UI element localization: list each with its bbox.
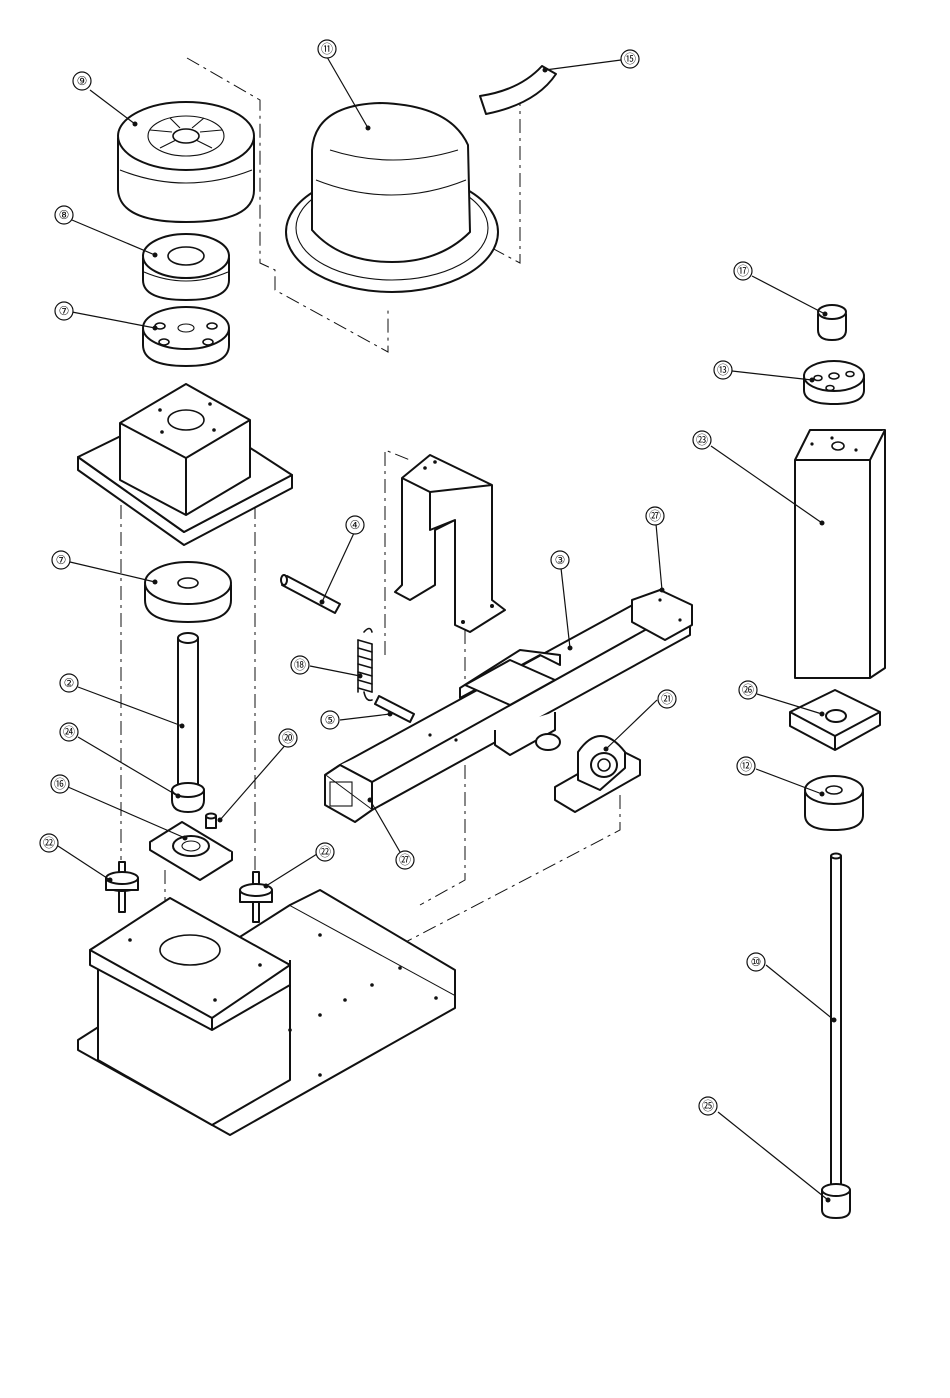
- callout-label: ⑳: [282, 731, 294, 745]
- part-18-spring: [358, 629, 372, 701]
- callout-label: ②: [64, 676, 75, 690]
- part-22-mount-left: [106, 862, 138, 912]
- part-21-pillow-block: [555, 736, 640, 812]
- callout-label: ⑱: [294, 658, 306, 672]
- part-5-pin: [375, 696, 414, 722]
- callout-p3: ③: [551, 551, 569, 569]
- callout-label: ⑦: [59, 304, 70, 318]
- callout-p13: ⑬: [714, 361, 732, 379]
- callout-p10: ⑩: [747, 953, 765, 971]
- callout-label: ㉕: [702, 1099, 714, 1113]
- part-12-collar: [805, 776, 863, 830]
- part-4-pin: [281, 575, 340, 613]
- callout-p4: ④: [346, 516, 364, 534]
- callout-p8: ⑧: [55, 206, 73, 224]
- callout-label: ㉒: [43, 836, 55, 850]
- callout-label: ㉗: [399, 853, 411, 867]
- callout-label: ㉑: [661, 692, 673, 706]
- callout-label: ⑩: [751, 955, 762, 969]
- callout-label: ⑬: [717, 363, 729, 377]
- callout-label: ③: [555, 553, 566, 567]
- base-plate: [78, 890, 455, 1135]
- callout-label: ㉗: [649, 509, 661, 523]
- callout-p17: ⑰: [734, 262, 752, 280]
- part-7-flange-lower: [145, 562, 231, 622]
- callout-p27b: ㉗: [396, 851, 414, 869]
- callout-p18: ⑱: [291, 656, 309, 674]
- callout-label: ㉖: [742, 683, 754, 697]
- part-7-flange-upper: [143, 307, 229, 366]
- part-26-plate: [790, 690, 880, 750]
- callout-p20: ⑳: [279, 729, 297, 747]
- callout-p22b: ㉒: [316, 843, 334, 861]
- callout-p25: ㉕: [699, 1097, 717, 1115]
- part-11-dome-cover: [286, 103, 498, 292]
- callout-p7a: ⑦: [55, 302, 73, 320]
- callout-p11: ⑪: [318, 40, 336, 58]
- callout-p22a: ㉒: [40, 834, 58, 852]
- callout-p7b: ⑦: [52, 551, 70, 569]
- callout-p26: ㉖: [739, 681, 757, 699]
- part-23-box-cover: [795, 430, 885, 678]
- part-2-shaft: [172, 633, 204, 812]
- callout-p27a: ㉗: [646, 507, 664, 525]
- callout-p2: ②: [60, 674, 78, 692]
- callout-label: ⑮: [624, 52, 636, 66]
- callout-label: ⑧: [59, 208, 70, 222]
- part-22-mount-right: [240, 872, 272, 922]
- part-15-curved-strip: [480, 66, 556, 114]
- callout-p12: ⑫: [737, 757, 755, 775]
- callout-label: ⑫: [740, 759, 752, 773]
- callout-p15: ⑮: [621, 50, 639, 68]
- callout-p5: ⑤: [321, 711, 339, 729]
- callout-p9: ⑨: [73, 72, 91, 90]
- callout-label: ⑪: [321, 42, 333, 56]
- bracket: [395, 455, 505, 632]
- part-10-long-shaft: [822, 854, 850, 1219]
- callout-label: ⑦: [56, 553, 67, 567]
- motor-mount-block: [78, 384, 292, 545]
- callout-label: ⑤: [325, 713, 336, 727]
- part-17-knob: [818, 305, 846, 340]
- part-8-ring: [143, 234, 229, 300]
- part-16-bearing-plate: [150, 822, 232, 880]
- callout-label: ⑯: [54, 777, 66, 791]
- callout-label: ㉔: [63, 725, 75, 739]
- part-13-small-flange: [804, 361, 864, 404]
- callout-p23: ㉓: [693, 431, 711, 449]
- callout-label: ⑨: [77, 74, 88, 88]
- callout-label: ⑰: [737, 264, 749, 278]
- part-9-housing: [118, 102, 254, 222]
- callout-label: ㉒: [319, 845, 331, 859]
- callout-p16: ⑯: [51, 775, 69, 793]
- callout-p21: ㉑: [658, 690, 676, 708]
- callout-label: ④: [350, 518, 361, 532]
- callout-p24: ㉔: [60, 723, 78, 741]
- callout-label: ㉓: [696, 433, 708, 447]
- part-20-set-screw: [206, 814, 216, 829]
